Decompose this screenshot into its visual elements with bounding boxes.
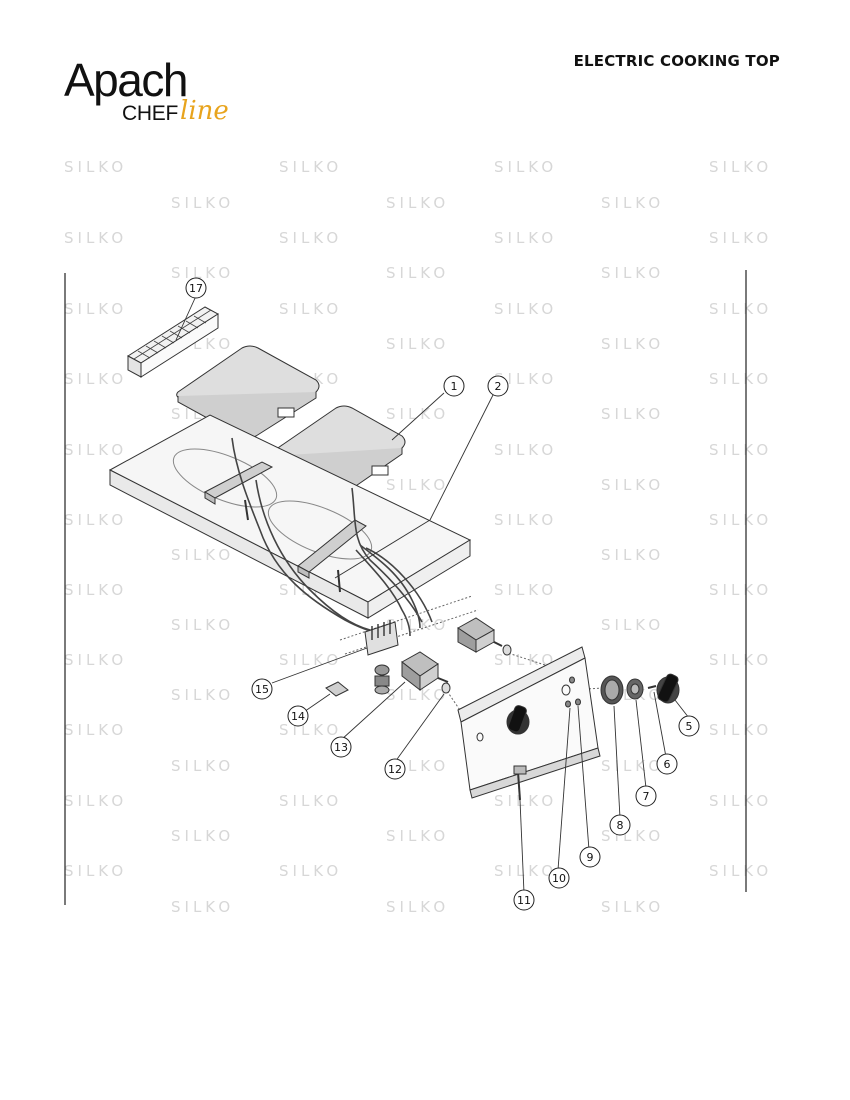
brand-name: Apach [64,54,188,106]
callout-5: 5 [678,715,700,737]
part-bracket-left [203,461,274,505]
part-spring [647,685,657,689]
callout-10: 10 [548,867,570,889]
leader-lines [175,295,690,894]
part-knob-ring [626,678,644,700]
parts-drawing [108,306,680,801]
callout-12: 12 [384,758,406,780]
callout-15: 15 [251,678,273,700]
part-screw [569,676,575,684]
part-washer [441,682,451,694]
callout-17: 17 [185,277,207,299]
part-vent-grille [127,306,219,378]
part-clip [325,681,349,697]
part-bezel [600,675,624,705]
callout-label: 13 [334,741,348,754]
part-washer-secondary [502,644,512,656]
callout-label: 1 [451,380,458,393]
part-knob [656,673,680,704]
part-energy-regulator [401,651,449,692]
callout-label: 12 [388,763,402,776]
part-foot-pin [513,765,527,801]
callout-label: 15 [255,683,269,696]
part-pilot-lamp-nut [374,664,390,695]
callout-13: 13 [330,736,352,758]
brand-logo: Apach CHEF line [62,52,252,132]
page-title: ELECTRIC COOKING TOP [573,52,780,70]
callout-8: 8 [609,814,631,836]
part-wiring [231,437,433,637]
part-control-panel [457,646,601,799]
part-panel-knob [506,705,530,735]
part-screw-secondary [575,698,581,706]
part-terminal-block [364,620,399,656]
callout-9: 9 [579,846,601,868]
callout-7: 7 [635,785,657,807]
part-energy-regulator-secondary [457,617,503,653]
brand-sub: CHEF [122,102,178,125]
callout-label: 10 [552,872,566,885]
callout-label: 7 [643,790,650,803]
callout-label: 17 [189,282,203,295]
callout-label: 6 [664,758,671,771]
callout-label: 2 [495,380,502,393]
brand-script: line [180,96,229,126]
part-bracket-right [297,519,367,579]
callout-6: 6 [656,753,678,775]
callout-14: 14 [287,705,309,727]
callout-label: 9 [587,851,594,864]
callout-label: 5 [686,720,693,733]
callout-11: 11 [513,889,535,911]
part-nut [565,700,571,708]
callout-label: 11 [517,894,531,907]
callout-label: 8 [617,819,624,832]
part-hotplate-left [176,345,320,439]
callout-label: 14 [291,710,305,723]
callout-2: 2 [487,375,509,397]
callout-1: 1 [443,375,465,397]
